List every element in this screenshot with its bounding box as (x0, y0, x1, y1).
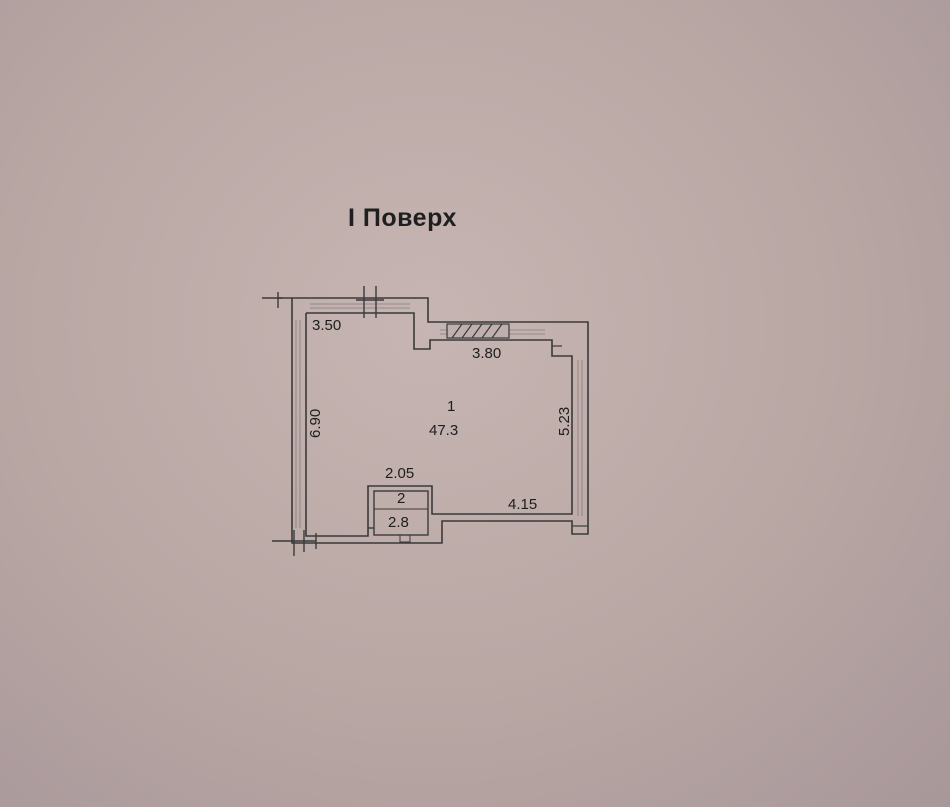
top-door-marks (262, 286, 384, 318)
bottom-entry-marks (272, 530, 317, 556)
dim-top-right: 3.80 (472, 345, 501, 362)
wall-hatching (295, 303, 583, 528)
room-1-number: 1 (447, 398, 455, 415)
room-2-area: 2.8 (388, 514, 409, 531)
corner-ticks (552, 345, 588, 527)
window-top (446, 323, 510, 339)
dim-right: 5.23 (556, 407, 573, 436)
outer-walls (278, 297, 589, 544)
dim-bottom-right: 4.15 (508, 496, 537, 513)
room-1-area: 47.3 (429, 422, 458, 439)
dim-top-left: 3.50 (312, 317, 341, 334)
floor-title: I Поверх (348, 204, 457, 232)
dim-left: 6.90 (307, 409, 324, 438)
closet-room (368, 490, 429, 543)
room-2-number: 2 (397, 490, 405, 507)
dim-closet: 2.05 (385, 465, 414, 482)
